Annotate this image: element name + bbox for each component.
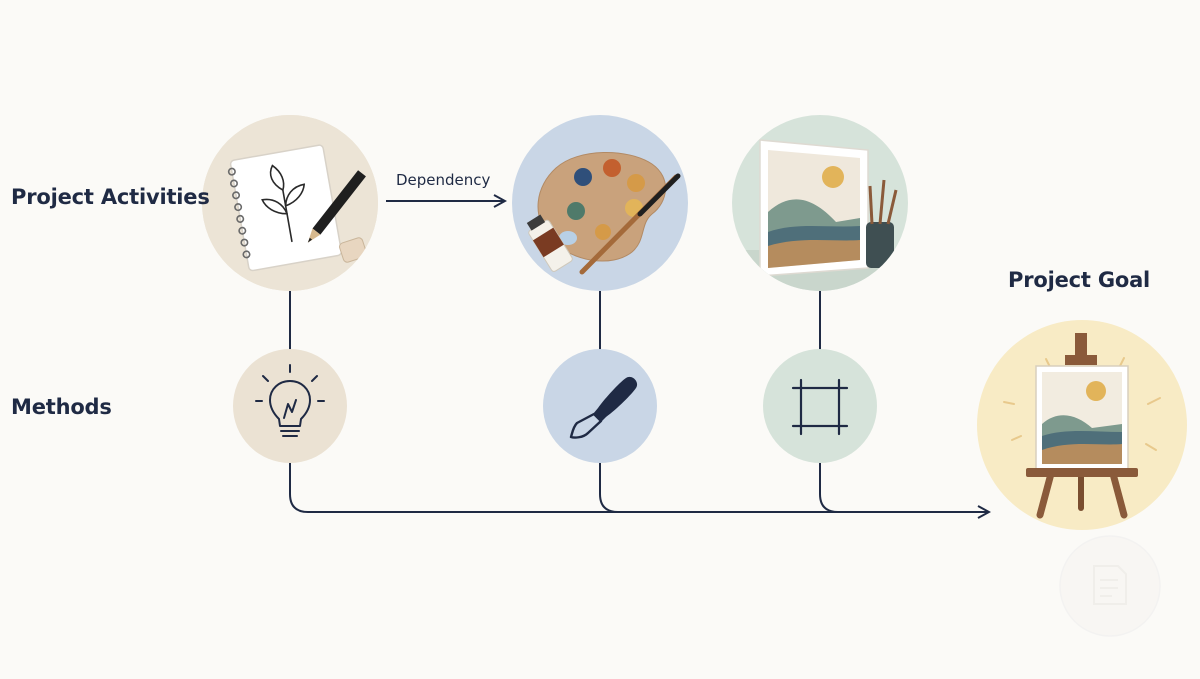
easel-painting-icon: [1026, 333, 1138, 519]
framed-painting-icon: [732, 139, 908, 291]
method-ideation: [233, 349, 347, 463]
method-painting: [543, 349, 657, 463]
row-label-methods: Methods: [11, 395, 112, 419]
flow-line-method-2: [599, 462, 619, 513]
lightbulb-icon: [255, 364, 325, 437]
watermark-seal-icon: [1059, 535, 1161, 637]
sketchbook-icon: [202, 115, 378, 291]
palette-icon: [526, 151, 681, 275]
dependency-label: Dependency: [396, 171, 491, 189]
frame-icon: [791, 378, 849, 436]
connectors: [289, 201, 988, 513]
activity-palette: [512, 115, 688, 291]
glow-rays: [1003, 357, 1161, 451]
row-label-project-activities: Project Activities: [11, 185, 210, 209]
activity-sketchbook: [202, 115, 378, 291]
goal-easel: [977, 320, 1187, 530]
project-goal-label: Project Goal: [1008, 268, 1151, 292]
method-framing: [763, 349, 877, 463]
paintbrush-icon: [569, 376, 638, 439]
activity-framed-canvas: [732, 115, 908, 291]
flow-line-method-1: [289, 462, 988, 512]
flow-line-method-3: [819, 462, 839, 513]
